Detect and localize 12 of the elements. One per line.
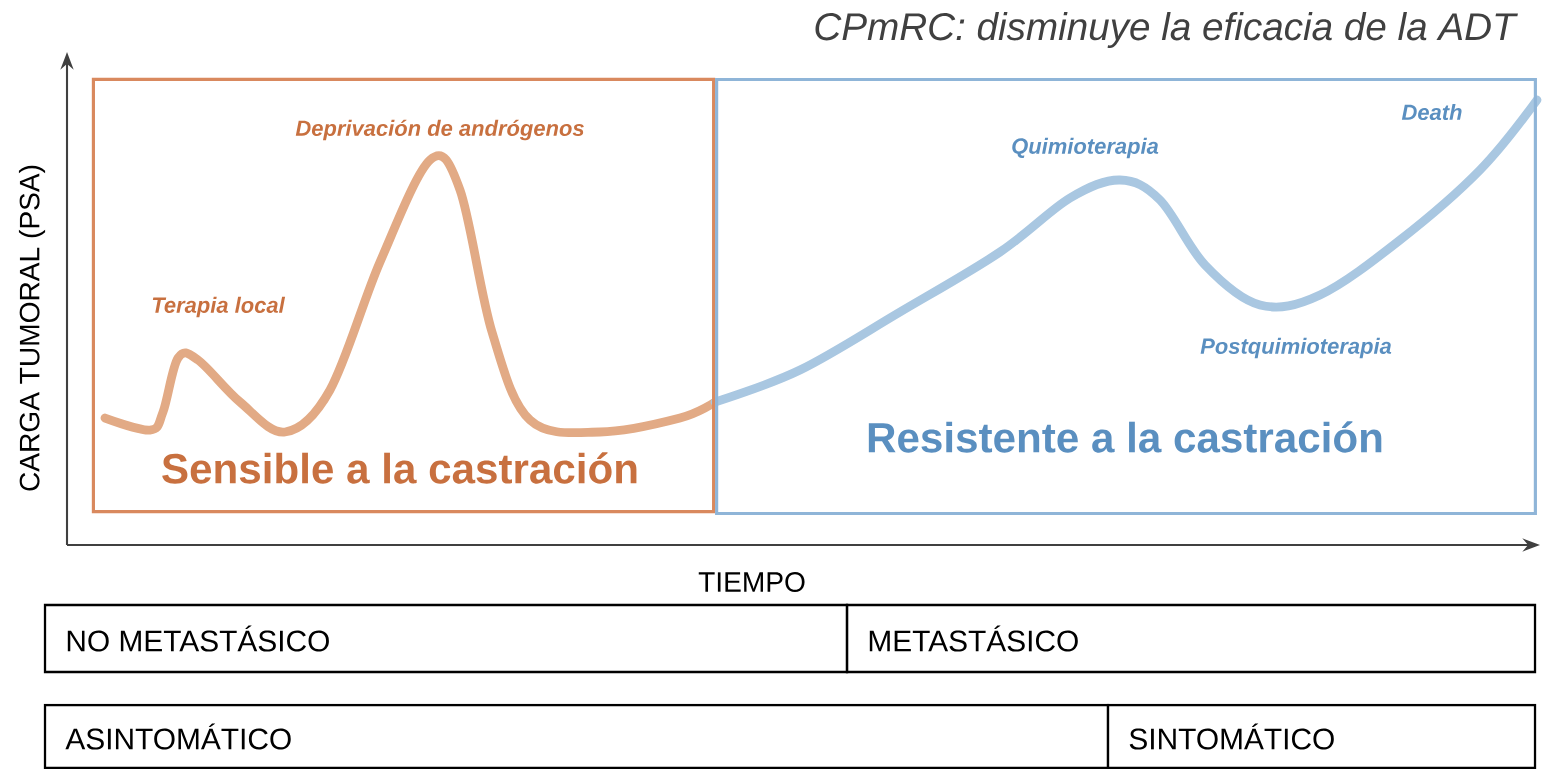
axis-label: CARGA TUMORAL (PSA) <box>18 165 46 491</box>
chart-title: CPmRC: disminuye la eficacia de la ADT <box>815 12 1518 48</box>
curve-label: Postquimioterapia <box>1200 337 1392 359</box>
table-cell: NO METASTÁSICO <box>43 603 849 674</box>
curve-label: Deprivación de andrógenos <box>295 119 584 141</box>
curve-label: Quimioterapia <box>1012 137 1159 159</box>
curve-label: Death <box>1401 103 1462 121</box>
table-cell: ASINTOMÁTICO <box>43 703 1110 769</box>
table-cell: SINTOMÁTICO <box>1106 703 1537 769</box>
table-cell: METASTÁSICO <box>845 603 1537 674</box>
curve-label: Terapia local <box>152 296 286 318</box>
axis-label: TIEMPO <box>698 572 805 592</box>
